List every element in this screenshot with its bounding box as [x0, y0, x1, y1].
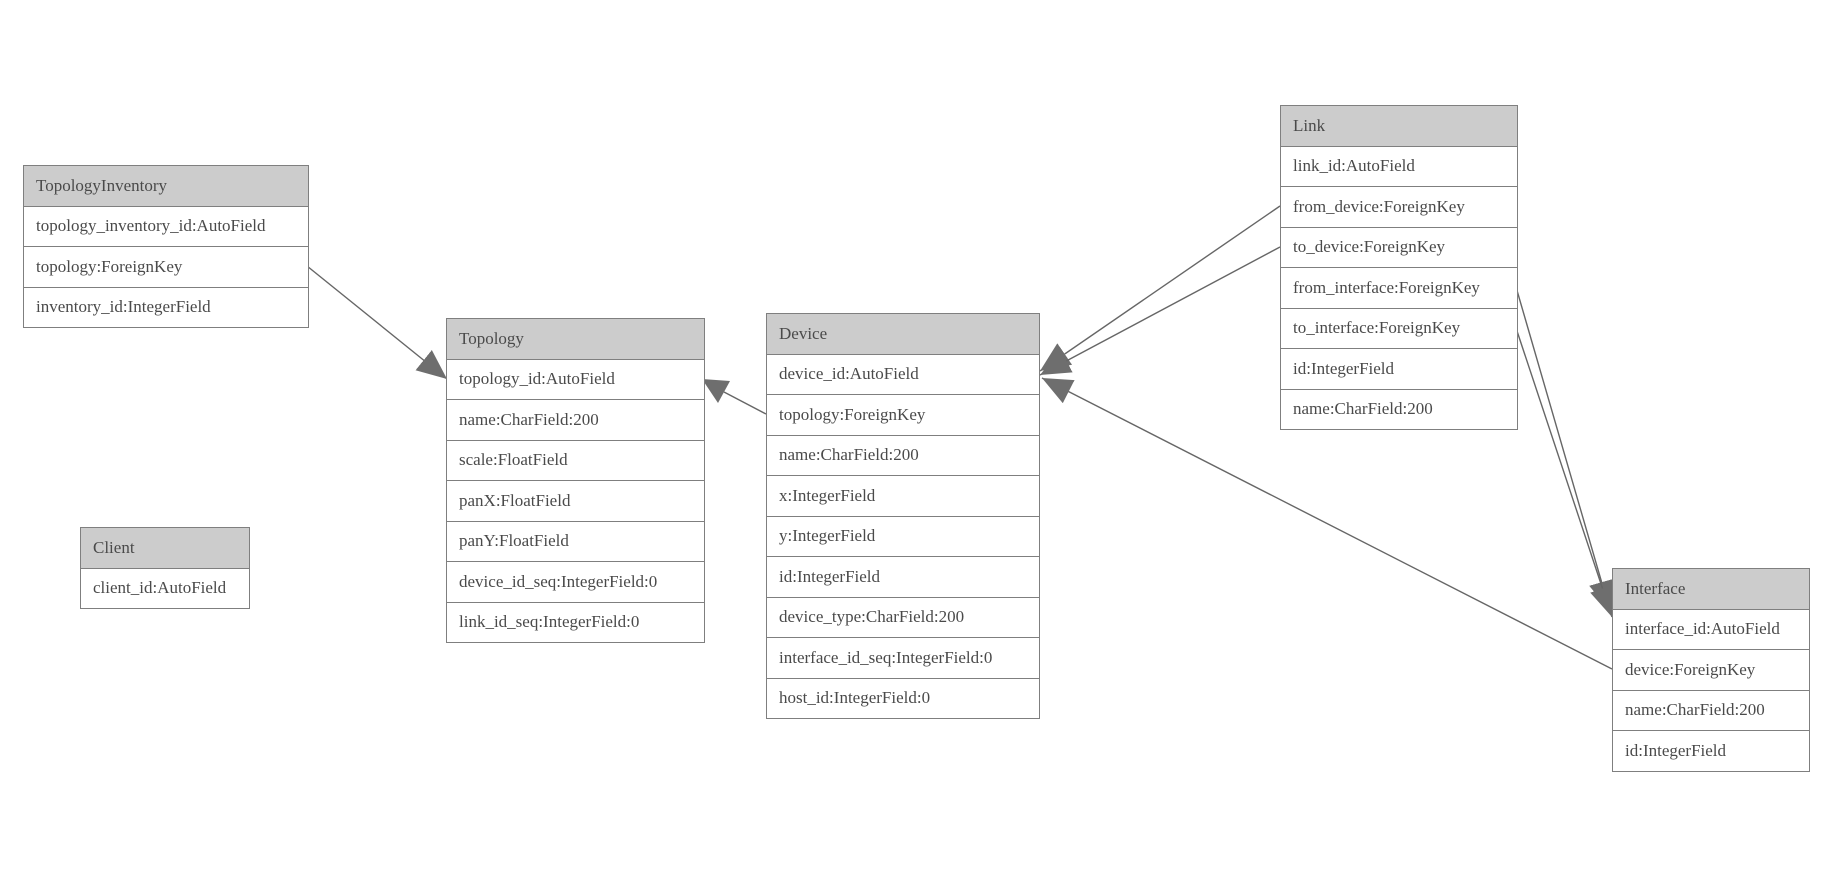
- entity-title: Link: [1281, 106, 1517, 147]
- entity-field: x:IntegerField: [767, 475, 1039, 516]
- entity-field: device:ForeignKey: [1613, 649, 1809, 690]
- entity-field: id:IntegerField: [1281, 348, 1517, 389]
- edge-link-frominterface-interface: [1515, 286, 1615, 612]
- entity-field: topology_inventory_id:AutoField: [24, 206, 308, 246]
- entity-title: Client: [81, 528, 249, 569]
- entity-field: interface_id_seq:IntegerField:0: [767, 637, 1039, 678]
- edge-link-fromdevice-device: [1039, 205, 1281, 372]
- entity-title: Interface: [1613, 569, 1809, 610]
- entity-field: link_id:AutoField: [1281, 146, 1517, 186]
- edge-device-topology: [723, 391, 767, 415]
- entity-field: host_id:IntegerField:0: [767, 677, 1039, 718]
- entity-topologyinventory: TopologyInventory topology_inventory_id:…: [23, 165, 309, 328]
- entity-field: name:CharField:200: [1613, 689, 1809, 730]
- entity-field: topology:ForeignKey: [24, 246, 308, 287]
- entity-field: from_interface:ForeignKey: [1281, 267, 1517, 308]
- edge-link-todevice-device: [1039, 246, 1281, 376]
- edge-interface-device: [1041, 377, 1613, 670]
- entity-field: link_id_seq:IntegerField:0: [447, 601, 704, 642]
- entity-title: Device: [767, 314, 1039, 355]
- entity-field: name:CharField:200: [767, 434, 1039, 475]
- entity-field: id:IntegerField: [1613, 730, 1809, 771]
- entity-field: device_id_seq:IntegerField:0: [447, 561, 704, 602]
- entity-field: from_device:ForeignKey: [1281, 186, 1517, 227]
- entity-field: device_id:AutoField: [767, 354, 1039, 394]
- entity-device: Device device_id:AutoField topology:Fore…: [766, 313, 1040, 719]
- entity-client: Client client_id:AutoField: [80, 527, 250, 609]
- entity-field: name:CharField:200: [447, 399, 704, 440]
- entity-field: panY:FloatField: [447, 520, 704, 561]
- entity-field: to_device:ForeignKey: [1281, 226, 1517, 267]
- entity-interface: Interface interface_id:AutoField device:…: [1612, 568, 1810, 772]
- entity-title: TopologyInventory: [24, 166, 308, 207]
- entity-field: interface_id:AutoField: [1613, 609, 1809, 649]
- entity-field: scale:FloatField: [447, 439, 704, 480]
- entity-topology: Topology topology_id:AutoField name:Char…: [446, 318, 705, 643]
- entity-link: Link link_id:AutoField from_device:Forei…: [1280, 105, 1518, 430]
- entity-field: to_interface:ForeignKey: [1281, 307, 1517, 348]
- entity-field: client_id:AutoField: [81, 568, 249, 608]
- entity-field: y:IntegerField: [767, 515, 1039, 556]
- entity-field: name:CharField:200: [1281, 388, 1517, 429]
- entity-field: inventory_id:IntegerField: [24, 286, 308, 327]
- arrowhead-device-topology: [702, 379, 730, 403]
- entity-field: device_type:CharField:200: [767, 596, 1039, 637]
- entity-title: Topology: [447, 319, 704, 360]
- edge-link-tointerface-interface: [1515, 327, 1615, 618]
- entity-field: topology_id:AutoField: [447, 359, 704, 399]
- entity-field: topology:ForeignKey: [767, 394, 1039, 435]
- entity-field: id:IntegerField: [767, 556, 1039, 597]
- entity-field: panX:FloatField: [447, 480, 704, 521]
- edge-topologyinventory-topology: [306, 265, 448, 380]
